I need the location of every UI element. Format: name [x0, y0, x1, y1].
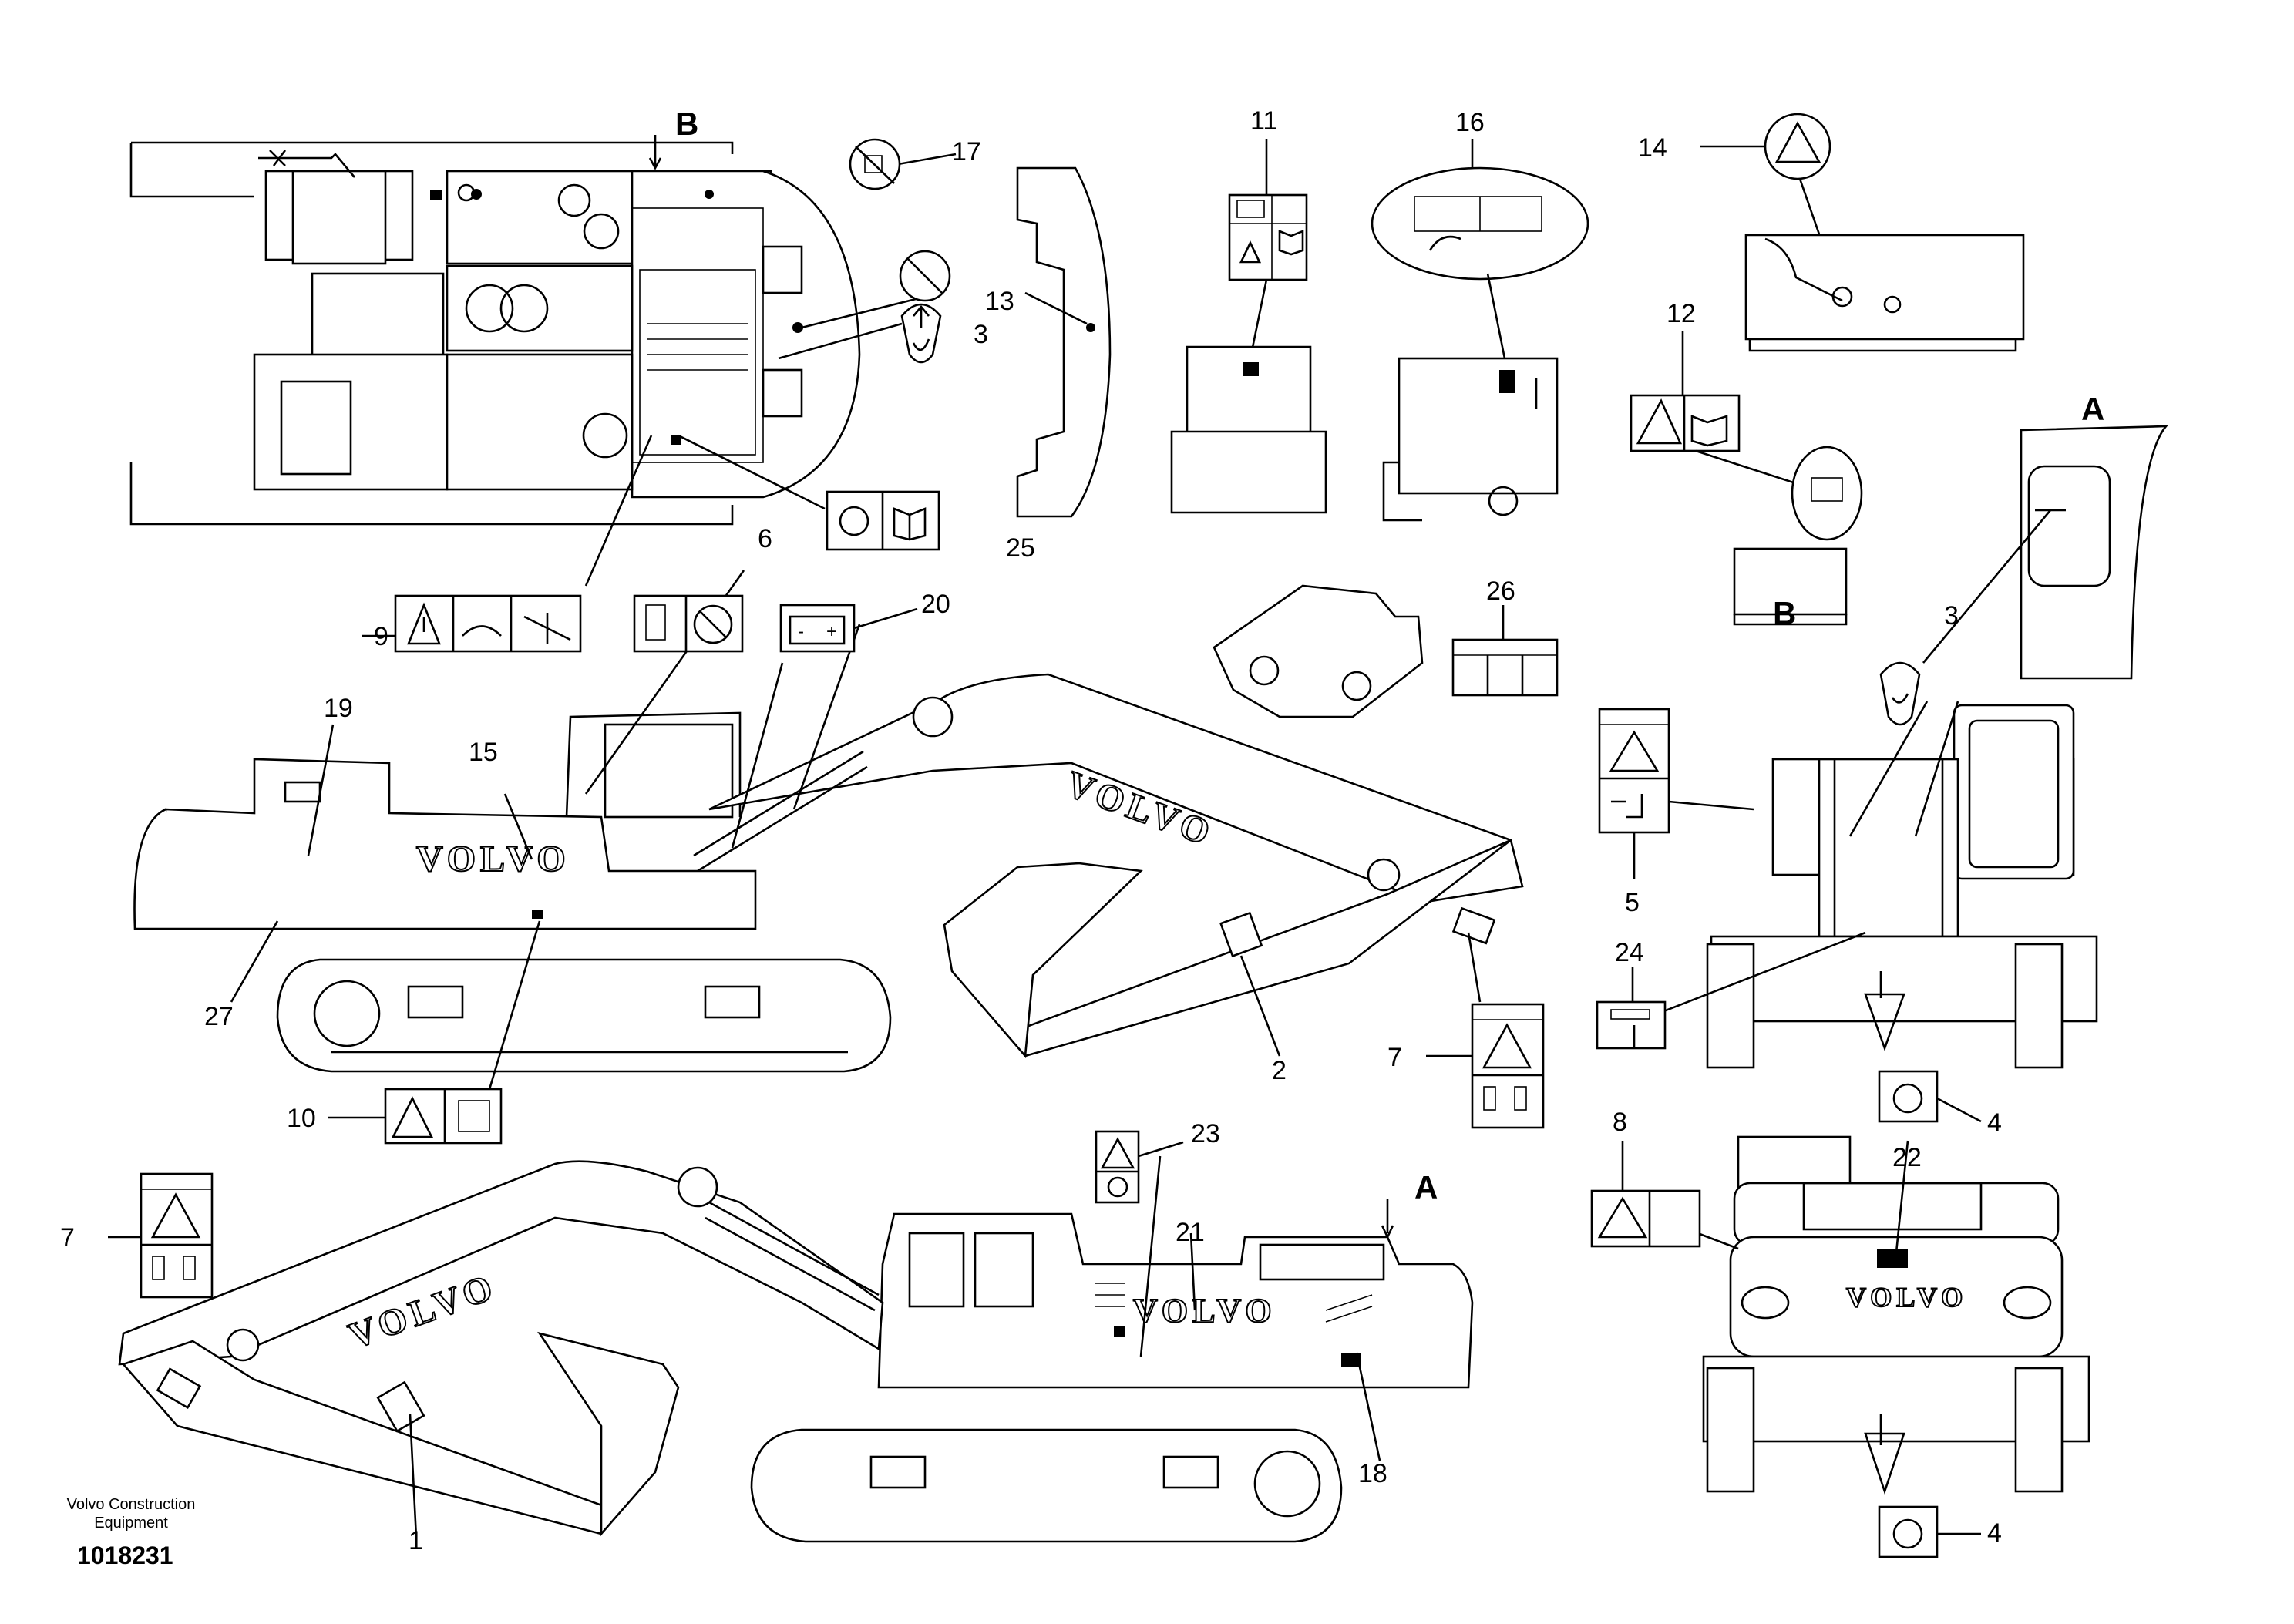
brand-text-bottom: VOLVO	[1133, 1292, 1276, 1330]
callout-17: 17	[952, 137, 981, 166]
decal-25	[826, 490, 940, 551]
footer-doc-number: 1018231	[77, 1542, 173, 1569]
decal-7-right	[1426, 1003, 1545, 1129]
side-view-excavator-right: VOLVO VOLVO	[133, 570, 1524, 1103]
callout-10: 10	[287, 1104, 316, 1133]
callout-4-rear: 4	[1987, 1518, 2002, 1548]
decal-3-top	[900, 303, 942, 364]
callout-27: 27	[204, 1002, 234, 1031]
callout-2: 2	[1272, 1056, 1287, 1085]
brand-text-rear: VOLVO	[1846, 1282, 1967, 1313]
callout-18: 18	[1358, 1459, 1388, 1488]
decal-24	[1596, 967, 1667, 1050]
footer-company: Volvo Construction Equipment	[66, 1496, 196, 1532]
callout-15: 15	[469, 738, 498, 767]
decal-4-front	[1878, 1070, 1982, 1123]
callout-6: 6	[758, 524, 772, 553]
decal-6	[633, 594, 744, 653]
callout-23: 23	[1191, 1119, 1220, 1148]
callout-22: 22	[1892, 1143, 1922, 1172]
callout-25: 25	[1006, 533, 1035, 563]
callout-8: 8	[1613, 1108, 1627, 1137]
decal-17	[849, 138, 901, 190]
view-label-a-bottom: A	[1414, 1169, 1438, 1205]
side-view-excavator-left: VOLVO VOLVO	[108, 1155, 1474, 1543]
callout-5: 5	[1625, 888, 1640, 917]
brand-text-side: VOLVO	[416, 839, 570, 879]
callout-14: 14	[1638, 133, 1667, 163]
view-label-a-right: A	[2081, 391, 2104, 427]
decal-23	[1095, 1130, 1184, 1204]
counterweight-side	[1016, 166, 1112, 518]
decal-9	[362, 594, 582, 653]
panel-a	[1922, 425, 2168, 680]
decal-11-assembly	[1170, 139, 1327, 514]
callout-9: 9	[374, 622, 388, 651]
decal-7-left	[140, 1172, 214, 1299]
front-view-excavator	[1637, 701, 2098, 1069]
decal-8	[1590, 1141, 1701, 1248]
decal-3-front	[1879, 661, 1921, 726]
callout-12: 12	[1667, 299, 1696, 328]
callout-3-top: 3	[974, 320, 988, 349]
callout-13: 13	[985, 287, 1014, 316]
callout-26: 26	[1486, 577, 1515, 606]
decal-5	[1598, 708, 1670, 879]
callout-3-right: 3	[1944, 601, 1959, 630]
svg-text:+: +	[826, 621, 837, 642]
callout-7-left: 7	[60, 1223, 75, 1252]
view-label-b-right: B	[1773, 595, 1796, 631]
decal-16-assembly	[1371, 139, 1589, 522]
callout-21: 21	[1176, 1218, 1205, 1247]
top-view-excavator	[130, 135, 957, 587]
rear-view-excavator: VOLVO	[1657, 1135, 2090, 1495]
decal-14-assembly	[1700, 113, 2025, 352]
view-label-b-top: B	[675, 106, 698, 142]
callout-4-front: 4	[1987, 1108, 2002, 1138]
decal-4-rear	[1878, 1505, 1981, 1558]
decal-10	[328, 1088, 503, 1145]
svg-text:-: -	[798, 621, 804, 642]
decal-26-assembly	[1213, 584, 1559, 718]
callout-16: 16	[1455, 108, 1485, 137]
callout-11: 11	[1250, 106, 1277, 136]
callout-7-right: 7	[1388, 1043, 1402, 1072]
decal-12-assembly	[1630, 331, 1863, 626]
callout-20: 20	[921, 590, 950, 619]
callout-1: 1	[409, 1526, 423, 1555]
decal-13	[899, 250, 951, 302]
decal-20: - +	[779, 604, 918, 653]
callout-19: 19	[324, 694, 353, 723]
callout-24: 24	[1615, 938, 1644, 967]
